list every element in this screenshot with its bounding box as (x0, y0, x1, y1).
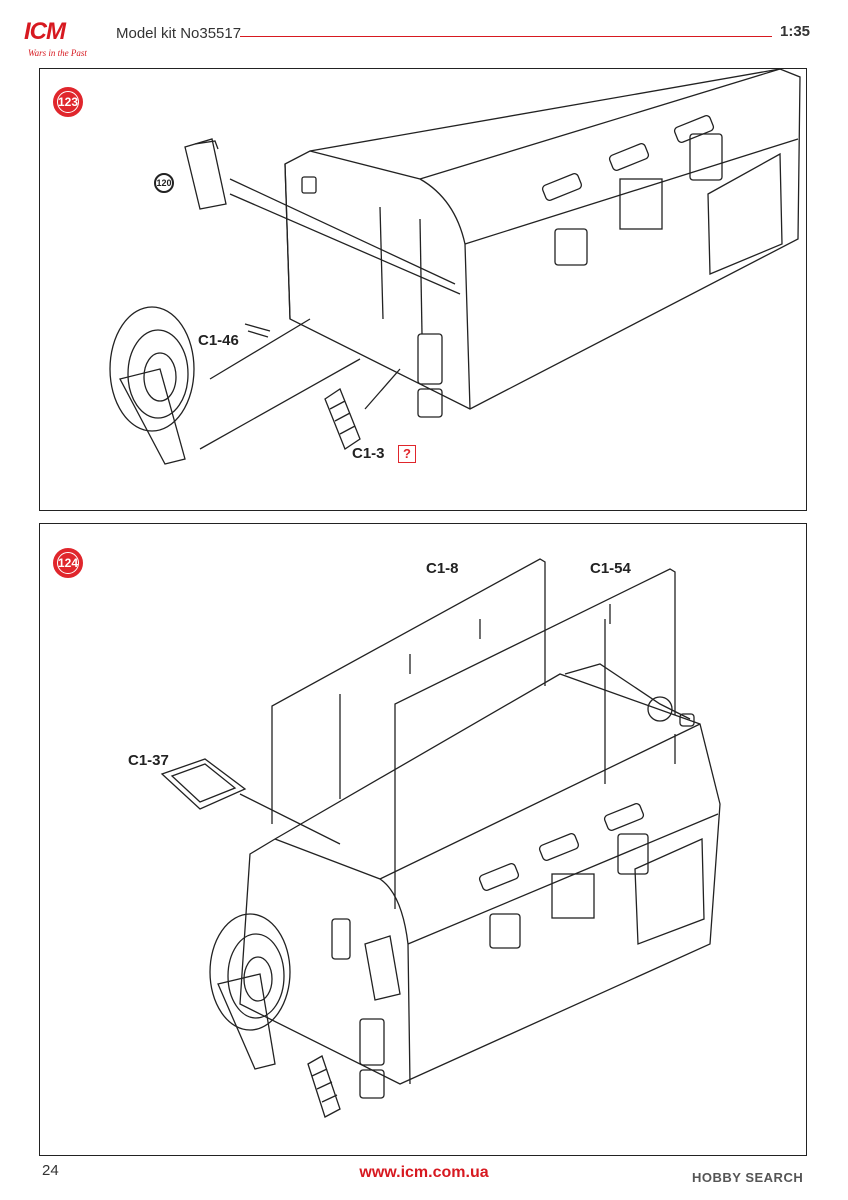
step-123-panel: 123 120 C1-46 C1-3 ? (39, 68, 807, 511)
logo-tagline: Wars in the Past (28, 48, 87, 58)
website-url: www.icm.com.ua (359, 1164, 489, 1181)
step-number-badge: 124 (53, 548, 83, 578)
step-number-badge: 123 (53, 87, 83, 117)
step-number: 123 (57, 95, 79, 109)
part-label-c1-54: C1-54 (590, 560, 631, 577)
step-number: 124 (57, 556, 79, 570)
reference-step-badge: 120 (154, 173, 174, 193)
step-123-drawing (109, 69, 801, 465)
part-label-c1-46: C1-46 (198, 332, 239, 349)
logo-text: ICM (24, 18, 66, 45)
header-rule (240, 36, 772, 37)
part-label-c1-37: C1-37 (128, 752, 169, 769)
watermark: HOBBY SEARCH (692, 1170, 804, 1185)
icm-logo: ICM Wars in the Past (18, 18, 112, 62)
part-label-c1-3: C1-3 (352, 445, 385, 462)
scale-label: 1:35 (780, 23, 811, 40)
step-124-drawing (160, 558, 721, 1118)
part-label-c1-8: C1-8 (426, 560, 459, 577)
kit-number: Model kit No35517 (116, 25, 242, 42)
question-mark-box: ? (398, 445, 416, 463)
page-number: 24 (42, 1162, 59, 1179)
step-124-panel: 124 C1-8 C1-54 C1-37 (39, 523, 807, 1156)
